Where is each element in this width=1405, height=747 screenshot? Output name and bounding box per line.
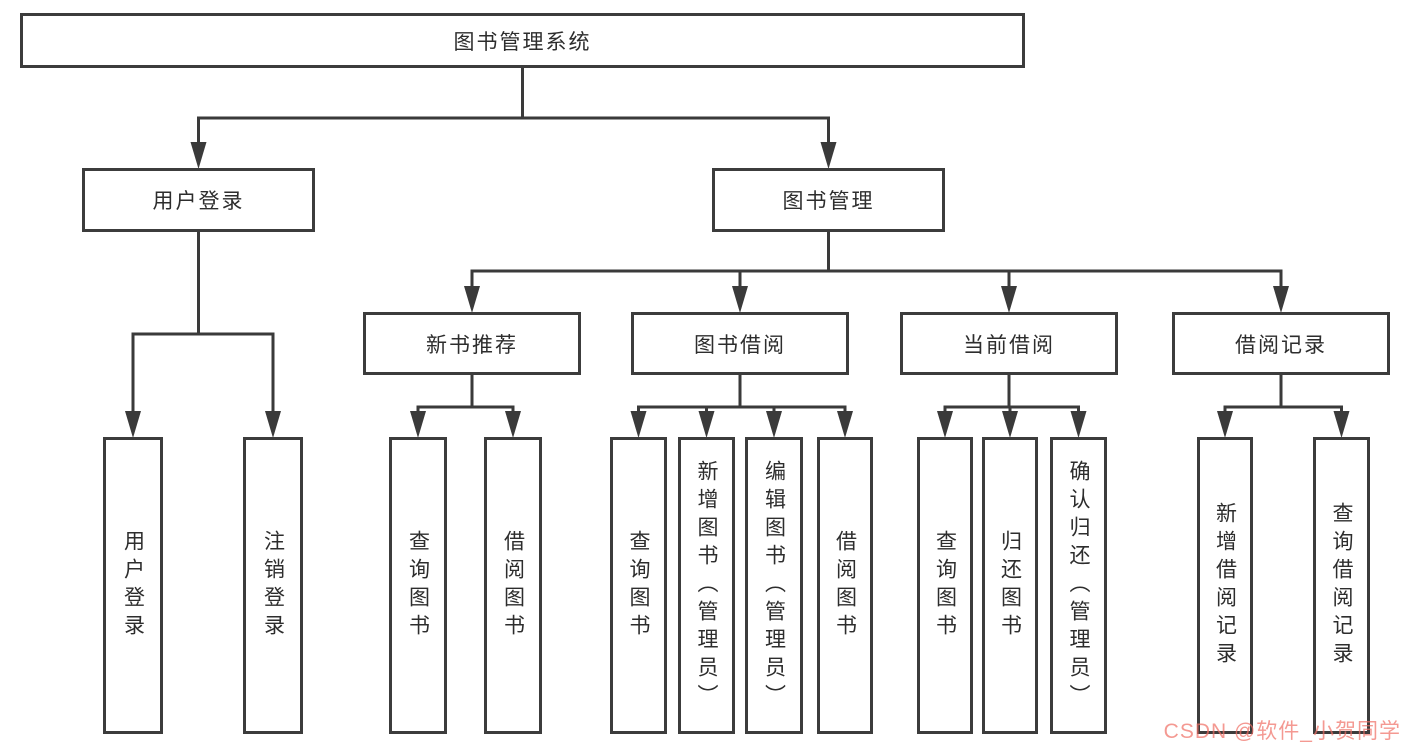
node-borrow-record: 借阅记录 [1172, 312, 1390, 375]
node-book-mgmt-label: 图书管理 [782, 190, 875, 213]
node-new-book-label: 新书推荐 [426, 333, 518, 357]
arrowhead-icon [1001, 286, 1017, 313]
node-leaf-borrow-book-2: 借阅图书 [817, 437, 873, 734]
arrowhead-icon [190, 142, 207, 169]
arrowhead-icon [464, 286, 480, 313]
node-leaf-logout-label: 注销登录 [261, 529, 285, 642]
arrowhead-icon [1333, 411, 1350, 438]
node-leaf-query-record: 查询借阅记录 [1313, 437, 1370, 734]
arrowhead-icon [505, 411, 521, 438]
node-leaf-logout: 注销登录 [243, 437, 303, 734]
arrowhead-icon [265, 411, 281, 438]
node-leaf-query-book-1-label: 查询图书 [406, 529, 430, 642]
node-leaf-borrow-book-2-label: 借阅图书 [833, 529, 857, 642]
node-book-mgmt: 图书管理 [712, 168, 945, 232]
arrowhead-icon [698, 411, 715, 438]
node-leaf-borrow-book-1: 借阅图书 [484, 437, 542, 734]
arrowhead-icon [1217, 411, 1233, 438]
node-book-borrow-label: 图书借阅 [694, 333, 786, 357]
node-leaf-query-book-3: 查询图书 [917, 437, 973, 734]
node-new-book: 新书推荐 [363, 312, 581, 375]
node-leaf-edit-book: 编辑图书（管理员） [745, 437, 803, 734]
node-leaf-add-record: 新增借阅记录 [1197, 437, 1253, 734]
node-leaf-add-book: 新增图书（管理员） [678, 437, 735, 734]
arrowhead-icon [1002, 411, 1018, 438]
arrowhead-icon [766, 411, 782, 438]
node-leaf-query-book-2-label: 查询图书 [627, 529, 650, 642]
node-borrow-record-label: 借阅记录 [1235, 333, 1327, 357]
node-leaf-add-record-label: 新增借阅记录 [1213, 501, 1237, 670]
node-root-label: 图书管理系统 [453, 30, 592, 54]
node-leaf-query-book-2: 查询图书 [610, 437, 667, 734]
node-leaf-query-book-1: 查询图书 [389, 437, 447, 734]
arrowhead-icon [837, 411, 853, 438]
arrowhead-icon [937, 411, 953, 438]
node-leaf-borrow-book-1-label: 借阅图书 [501, 529, 525, 642]
node-user-login-label: 用户登录 [152, 190, 245, 213]
arrowhead-icon [410, 411, 426, 438]
node-leaf-add-book-label: 新增图书（管理员） [695, 459, 718, 712]
arrowhead-icon [1273, 286, 1289, 313]
node-leaf-confirm-return: 确认归还（管理员） [1050, 437, 1107, 734]
node-current-borrow-label: 当前借阅 [963, 333, 1055, 357]
node-leaf-edit-book-label: 编辑图书（管理员） [762, 459, 786, 712]
node-leaf-query-book-3-label: 查询图书 [933, 529, 957, 642]
node-leaf-query-record-label: 查询借阅记录 [1330, 501, 1353, 670]
node-current-borrow: 当前借阅 [900, 312, 1118, 375]
node-book-borrow: 图书借阅 [631, 312, 849, 375]
node-root: 图书管理系统 [20, 13, 1025, 68]
node-leaf-user-login: 用户登录 [103, 437, 163, 734]
arrowhead-icon [820, 142, 837, 169]
node-user-login: 用户登录 [82, 168, 315, 232]
arrowhead-icon [630, 411, 647, 438]
arrowhead-icon [125, 411, 141, 438]
node-leaf-return-book-label: 归还图书 [998, 529, 1022, 642]
node-leaf-user-login-label: 用户登录 [121, 529, 145, 642]
arrowhead-icon [732, 286, 748, 313]
node-leaf-return-book: 归还图书 [982, 437, 1038, 734]
node-leaf-confirm-return-label: 确认归还（管理员） [1067, 459, 1090, 712]
arrowhead-icon [1070, 411, 1087, 438]
